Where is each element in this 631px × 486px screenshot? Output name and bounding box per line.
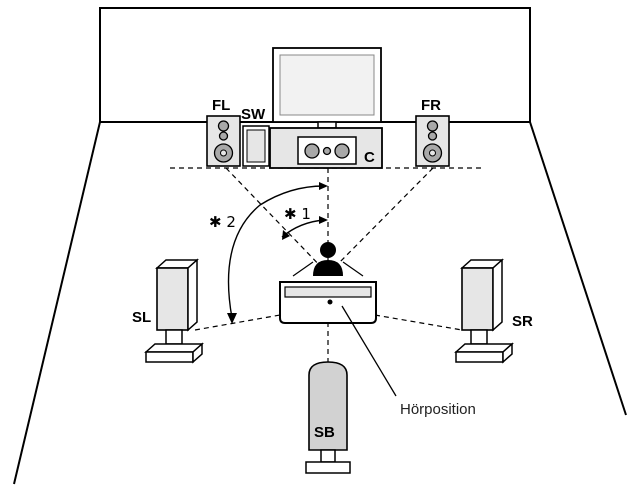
- listening-position-label: Hörposition: [400, 401, 476, 418]
- surround-right-speaker-icon: [454, 258, 514, 364]
- surround-back-speaker-icon: [305, 361, 351, 474]
- listening-position-pointer: [341, 305, 397, 397]
- room-outline: [13, 7, 627, 485]
- label-sr: SR: [512, 313, 533, 330]
- center-speaker-icon: [297, 136, 357, 165]
- label-fr: FR: [421, 97, 441, 114]
- listener-icon: [292, 242, 364, 277]
- angle-label-2: ✱ 2: [209, 213, 236, 231]
- label-sl: SL: [132, 309, 151, 326]
- tv: [272, 47, 382, 129]
- angle-label-1: ✱ 1: [284, 205, 311, 223]
- front-right-speaker-icon: [415, 115, 450, 167]
- front-left-speaker-icon: [206, 115, 241, 167]
- angle-arc-2: [227, 182, 328, 324]
- label-fl: FL: [212, 97, 230, 114]
- label-sb: SB: [314, 424, 335, 441]
- label-sw: SW: [241, 106, 266, 123]
- sofa-icon: [279, 281, 377, 324]
- label-c: C: [364, 149, 375, 166]
- angle-arc-1: [281, 216, 328, 240]
- surround-left-speaker-icon: [144, 258, 204, 364]
- subwoofer-icon: [242, 125, 270, 167]
